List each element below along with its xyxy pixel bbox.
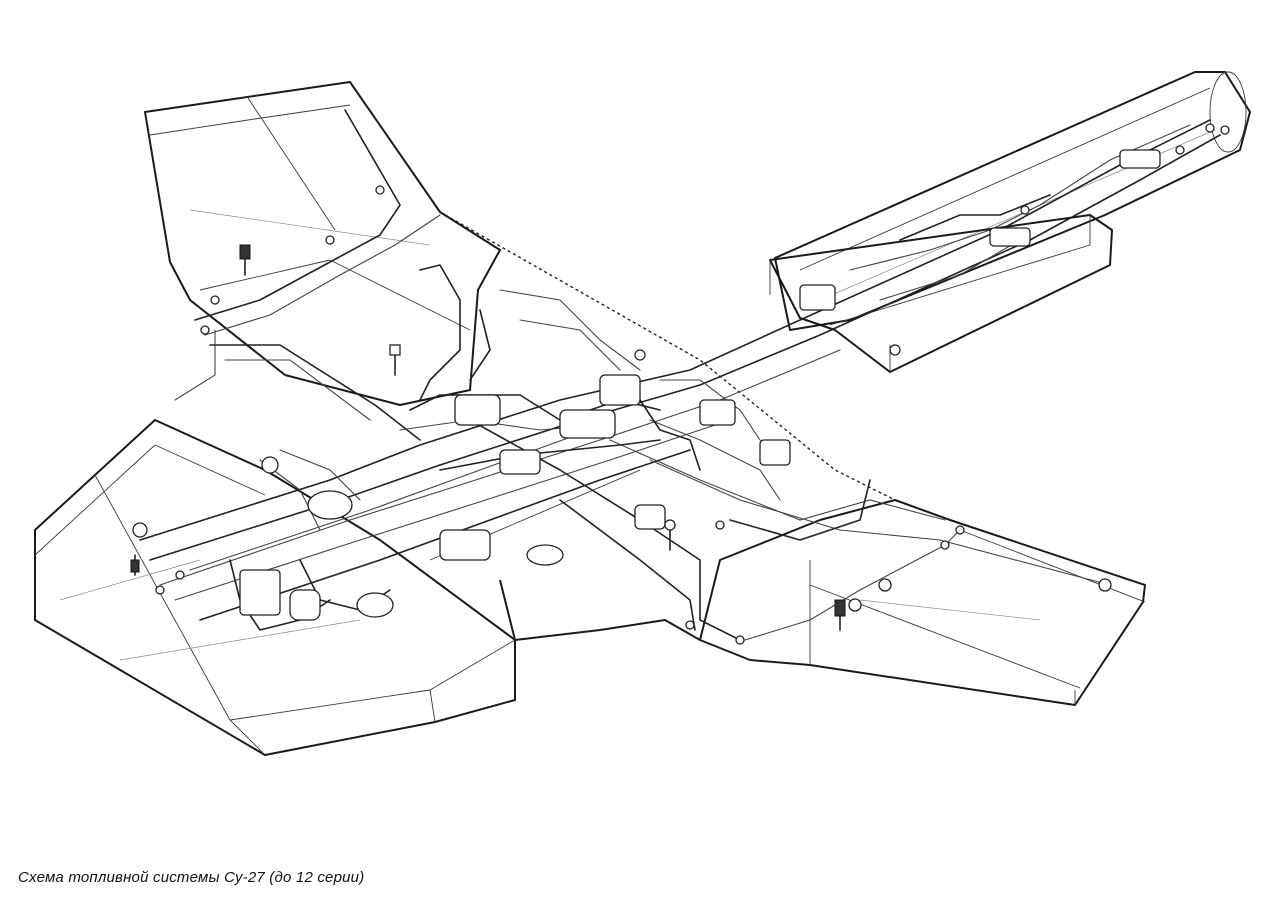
pipe-fittings	[155, 145, 1185, 645]
left-wing-tank	[144, 81, 501, 406]
tail-boom-tank	[774, 71, 1251, 331]
diagram-caption: Схема топливной системы Су-27 (до 12 сер…	[18, 869, 365, 886]
left-forward-tank	[34, 419, 516, 756]
fuel-pipework	[139, 109, 1221, 641]
fuel-components	[130, 123, 1230, 631]
fuselage-outline	[429, 211, 896, 641]
